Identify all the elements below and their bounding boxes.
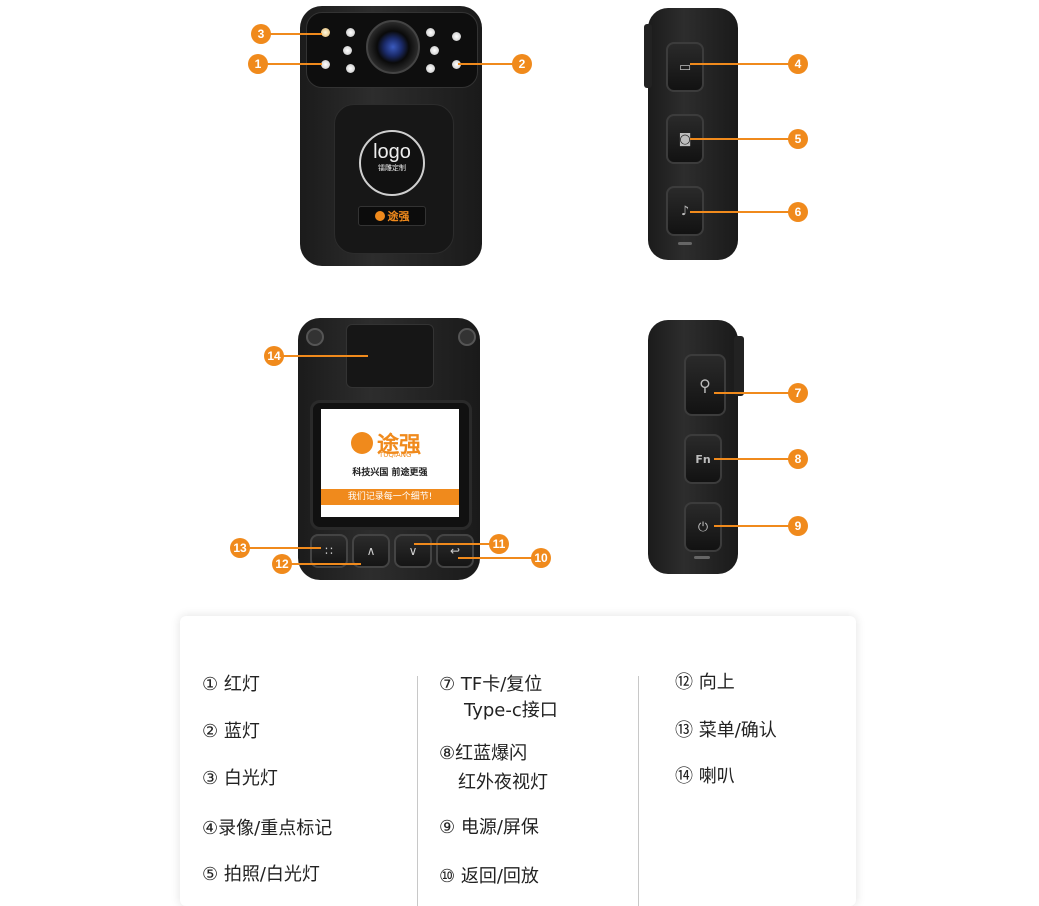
blue-led xyxy=(452,32,461,41)
camera-lens xyxy=(366,20,420,74)
callout-7: 7 xyxy=(788,383,808,403)
callout-4: 4 xyxy=(788,54,808,74)
legend-item-tf-card: ⑦ TF卡/复位 xyxy=(439,674,543,695)
callout-line-2 xyxy=(458,63,513,65)
screen-brand-name: 途强 xyxy=(377,433,422,458)
brand-icon xyxy=(351,432,373,454)
ir-led xyxy=(346,28,355,37)
brand-name: 途强 xyxy=(387,210,410,223)
callout-line-6 xyxy=(690,211,790,213)
callout-line-13 xyxy=(249,547,321,549)
callout-line-9 xyxy=(714,525,790,527)
device-side-view-left: ⚲ Fn ⏻ xyxy=(646,318,746,576)
callout-line-7 xyxy=(714,392,790,394)
screw xyxy=(458,328,476,346)
usb-icon: ⚲ xyxy=(699,375,711,395)
screen-display: 途强 TUQIANG 科技兴国 前途更强 我们记录每一个细节! xyxy=(321,409,459,517)
blue-led xyxy=(452,60,461,69)
callout-3: 3 xyxy=(251,24,271,44)
indicator-slot xyxy=(694,556,710,559)
record-button[interactable]: ▭ xyxy=(666,42,704,92)
callout-10: 10 xyxy=(531,548,551,568)
record-icon: ▭ xyxy=(678,59,692,75)
ir-led xyxy=(426,28,435,37)
legend-item-strobe-line2: 红外夜视灯 xyxy=(458,772,548,793)
screen-slogan: 科技兴国 前途更强 xyxy=(352,468,428,478)
logo-subtext: 镭雕定制 xyxy=(378,164,406,172)
callout-line-12 xyxy=(291,563,361,565)
callout-8: 8 xyxy=(788,449,808,469)
legend-card: ① 红灯 ② 蓝灯 ③ 白光灯 ④录像/重点标记 ⑤ 拍照/白光灯 ⑦ TF卡/… xyxy=(180,616,856,906)
callout-line-8 xyxy=(714,458,790,460)
legend-item-photo: ⑤ 拍照/白光灯 xyxy=(202,864,320,885)
legend-divider xyxy=(638,676,639,906)
white-light-led xyxy=(321,28,330,37)
callout-5: 5 xyxy=(788,129,808,149)
device-side-view-right: ▭ ◙ ♪ xyxy=(644,6,744,264)
callout-line-4 xyxy=(690,63,790,65)
device-front-view: logo 镭雕定制 途强 xyxy=(296,6,486,268)
screen: 途强 TUQIANG 科技兴国 前途更强 我们记录每一个细节! xyxy=(310,400,472,530)
chevron-down-icon: ∨ xyxy=(408,544,418,558)
callout-6: 6 xyxy=(788,202,808,222)
logo-badge: logo 镭雕定制 xyxy=(359,130,425,196)
ir-led xyxy=(346,64,355,73)
screen-banner: 我们记录每一个细节! xyxy=(321,489,459,505)
clip-edge xyxy=(644,24,652,88)
legend-item-red-light: ① 红灯 xyxy=(202,674,260,695)
callout-13: 13 xyxy=(230,538,250,558)
brand-icon xyxy=(374,211,385,221)
ir-led xyxy=(426,64,435,73)
callout-11: 11 xyxy=(489,534,509,554)
screen-brand: 途强 xyxy=(351,427,421,459)
callout-line-11 xyxy=(414,543,490,545)
callout-line-1 xyxy=(267,63,322,65)
camera-icon: ◙ xyxy=(678,131,692,147)
callout-1: 1 xyxy=(248,54,268,74)
brand-plate: 途强 xyxy=(358,206,426,226)
callout-12: 12 xyxy=(272,554,292,574)
power-button[interactable]: ⏻ xyxy=(684,502,722,552)
legend-item-speaker: ⑭ 喇叭 xyxy=(675,766,735,787)
device-back-view: 途强 TUQIANG 科技兴国 前途更强 我们记录每一个细节! ∷ ∧ ∨ ↩ xyxy=(294,318,484,582)
legend-item-power: ⑨ 电源/屏保 xyxy=(439,817,539,838)
red-led xyxy=(321,60,330,69)
usb-port-cover[interactable]: ⚲ xyxy=(684,354,726,416)
power-icon: ⏻ xyxy=(697,519,709,535)
legend-item-white-light: ③ 白光灯 xyxy=(202,768,278,789)
screw xyxy=(306,328,324,346)
legend-item-back: ⑩ 返回/回放 xyxy=(439,866,539,887)
legend-item-tf-card-line2: Type-c接口 xyxy=(464,700,558,721)
logo-text: logo xyxy=(373,141,411,163)
legend-item-menu: ⑬ 菜单/确认 xyxy=(675,720,777,741)
legend-item-strobe: ⑧红蓝爆闪 xyxy=(439,743,528,764)
microphone-icon: ♪ xyxy=(680,203,690,219)
down-button[interactable]: ∨ xyxy=(394,534,432,568)
clip-edge xyxy=(734,336,744,396)
callout-line-5 xyxy=(690,138,790,140)
ir-led xyxy=(343,46,352,55)
indicator-slot xyxy=(678,242,692,245)
callout-line-3 xyxy=(270,33,322,35)
return-icon: ↩ xyxy=(449,544,461,558)
legend-item-up: ⑫ 向上 xyxy=(675,672,735,693)
menu-icon: ∷ xyxy=(325,544,333,558)
menu-button[interactable]: ∷ xyxy=(310,534,348,568)
up-button[interactable]: ∧ xyxy=(352,534,390,568)
back-button[interactable]: ↩ xyxy=(436,534,474,568)
callout-2: 2 xyxy=(512,54,532,74)
legend-divider xyxy=(417,676,418,906)
legend-item-blue-light: ② 蓝灯 xyxy=(202,721,260,742)
chevron-up-icon: ∧ xyxy=(366,544,376,558)
callout-line-14 xyxy=(283,355,368,357)
legend-item-record: ④录像/重点标记 xyxy=(202,818,333,839)
callout-9: 9 xyxy=(788,516,808,536)
callout-line-10 xyxy=(458,557,532,559)
screen-brand-sub: TUQIANG xyxy=(379,451,412,459)
ir-led xyxy=(430,46,439,55)
callout-14: 14 xyxy=(264,346,284,366)
fn-label: Fn xyxy=(695,452,711,466)
